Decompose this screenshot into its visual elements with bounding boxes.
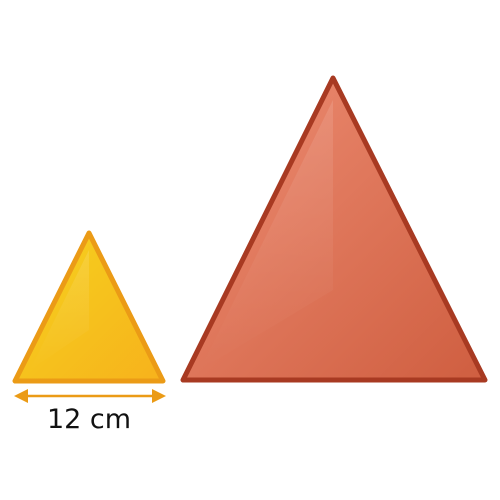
base-dimension-arrow xyxy=(14,389,166,403)
base-length-label: 12 cm xyxy=(47,404,131,435)
small-triangle xyxy=(12,230,166,384)
large-triangle xyxy=(180,75,488,383)
